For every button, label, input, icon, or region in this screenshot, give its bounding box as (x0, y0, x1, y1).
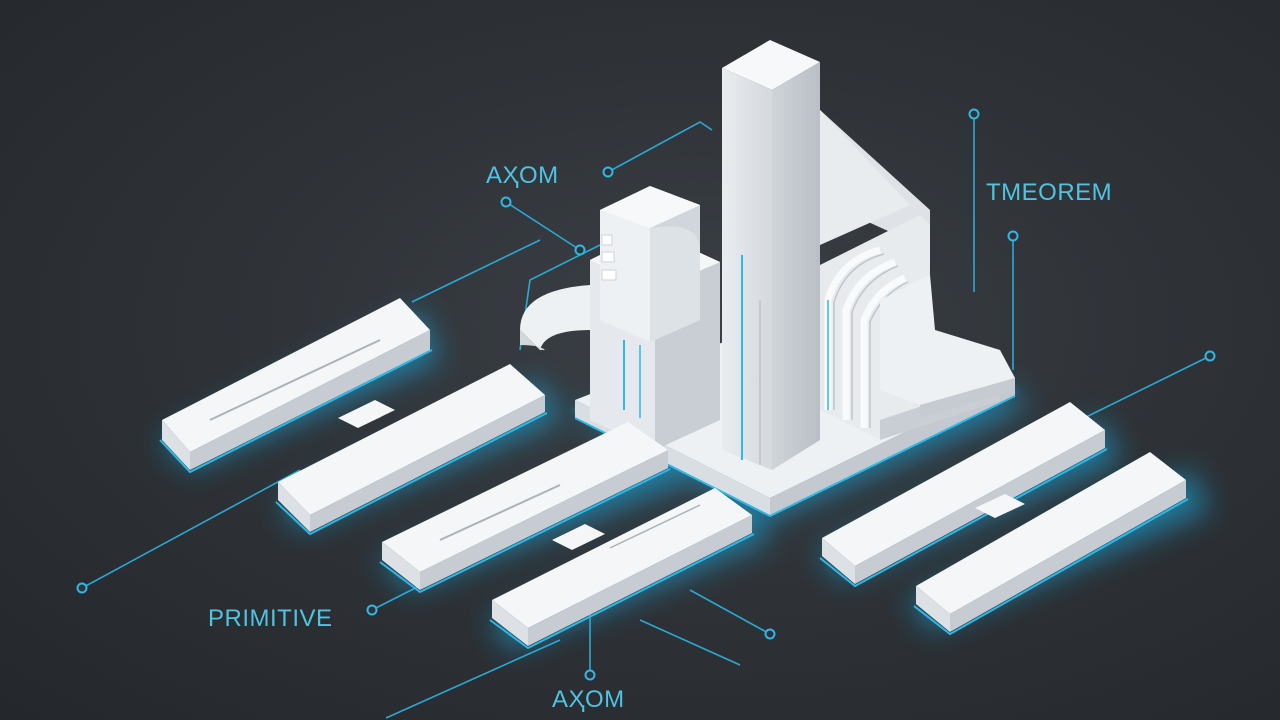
slab-4 (489, 488, 755, 650)
slab-6 (913, 452, 1189, 636)
connector-node-icon (1204, 350, 1216, 362)
primitive-label: PRIMITIVE (208, 605, 333, 632)
connector-node-icon (500, 196, 512, 208)
connector-node-icon (1007, 230, 1019, 242)
connector-node-icon (602, 166, 614, 178)
connector-lines (81, 114, 1211, 719)
fin-block (820, 215, 1015, 440)
connector-node-icon (764, 628, 776, 640)
axiom-label-top: AҲOM (486, 162, 559, 189)
connector-nodes (76, 108, 1216, 681)
connector-node-icon (76, 582, 88, 594)
axiom-label-bottom: AҲOM (552, 686, 625, 713)
slab-2 (275, 364, 548, 536)
slab-3 (379, 422, 671, 594)
connector-node-icon (968, 108, 980, 120)
connector-node-icon (574, 244, 586, 256)
main-tower (722, 40, 930, 470)
theorem-label: TMEOREM (986, 179, 1113, 206)
connector-node-icon (366, 604, 378, 616)
connector-node-icon (584, 669, 596, 681)
annex-building (520, 186, 720, 450)
slab-1 (159, 298, 433, 474)
